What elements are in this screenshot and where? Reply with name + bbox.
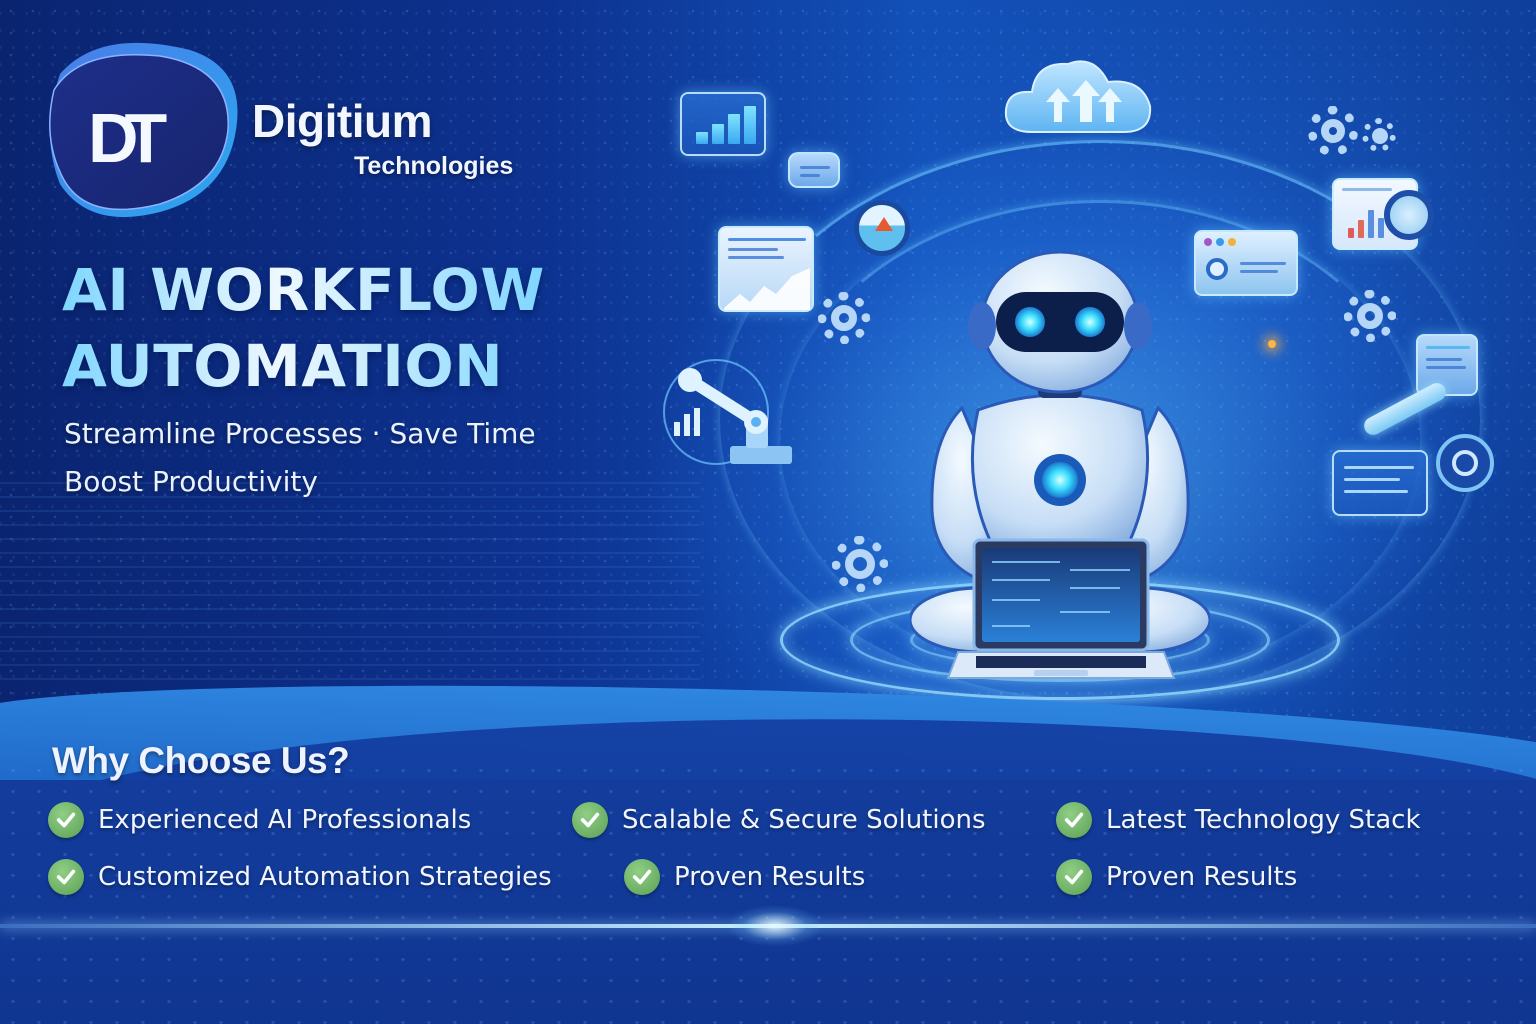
tagline-line-1: Streamline Processes · Save Time — [64, 417, 536, 450]
dashboard-screen-icon — [1332, 450, 1428, 516]
glow-flare — [730, 906, 820, 946]
robotic-arm-icon — [663, 359, 792, 465]
bar-chart-icon — [680, 92, 766, 156]
page-title: AI WORKFLOW AUTOMATION — [62, 252, 545, 404]
feature-label: Customized Automation Strategies — [98, 862, 552, 892]
orbit-arc — [720, 140, 1480, 700]
bokeh-texture — [0, 760, 1536, 1024]
ai-robot — [910, 250, 1210, 679]
company-logo: DT — [40, 34, 240, 224]
check-circle-icon — [572, 802, 608, 838]
magnifier-icon — [1384, 190, 1434, 240]
feature-item: Scalable & Secure Solutions — [572, 802, 986, 838]
check-circle-icon — [48, 802, 84, 838]
spark — [1268, 340, 1276, 348]
feature-label: Proven Results — [1106, 862, 1298, 892]
hero-illustration — [640, 40, 1536, 700]
bottom-panel-fill — [0, 780, 1536, 1024]
browser-window-icon — [1194, 230, 1298, 296]
tagline: Streamline Processes · Save Time Boost P… — [64, 410, 536, 506]
gear-icon — [832, 536, 888, 592]
feature-item: Experienced AI Professionals — [48, 802, 471, 838]
feature-label: Latest Technology Stack — [1106, 805, 1421, 835]
gear-icon — [1362, 118, 1396, 152]
feature-label: Proven Results — [674, 862, 866, 892]
feature-item: Latest Technology Stack — [1056, 802, 1421, 838]
feature-item: Customized Automation Strategies — [48, 859, 552, 895]
orbit-arc — [780, 200, 1420, 680]
brand-subtitle: Technologies — [354, 152, 514, 180]
search-image-icon — [854, 200, 910, 256]
brand-name: Digitium — [252, 95, 432, 147]
feature-item: Proven Results — [624, 859, 865, 895]
check-circle-icon — [624, 859, 660, 895]
growth-report-icon — [718, 226, 814, 312]
check-circle-icon — [48, 859, 84, 895]
feature-label: Experienced AI Professionals — [98, 805, 472, 835]
gear-icon — [1308, 106, 1358, 156]
logo-mark-icon: DT — [49, 42, 238, 218]
data-stream-lines — [0, 480, 700, 680]
gear-icon — [818, 292, 870, 344]
check-circle-icon — [1056, 859, 1092, 895]
cloud-upload-icon — [1004, 60, 1152, 133]
feature-label: Scalable & Secure Solutions — [622, 805, 986, 835]
gear-icon — [1344, 290, 1396, 342]
check-circle-icon — [1056, 802, 1092, 838]
badge-icon — [1436, 434, 1494, 492]
headline-line-2: AUTOMATION — [62, 332, 504, 400]
document-icon — [1416, 334, 1478, 396]
why-choose-title: Why Choose Us? — [52, 740, 350, 781]
feature-item: Proven Results — [1056, 859, 1297, 895]
headline-line-1: AI WORKFLOW — [62, 256, 545, 324]
tagline-line-2: Boost Productivity — [64, 465, 318, 498]
ticket-icon — [788, 152, 840, 188]
